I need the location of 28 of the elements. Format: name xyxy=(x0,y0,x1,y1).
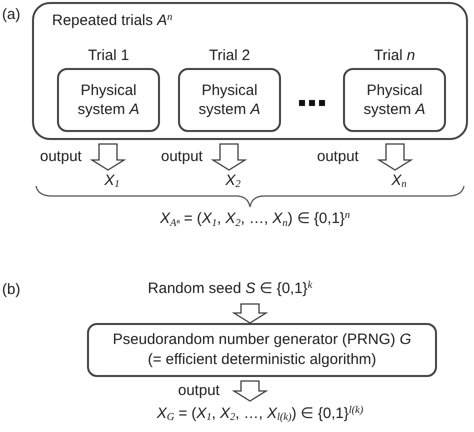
process-box: Physical system A xyxy=(57,68,160,132)
process-box: Physical system A xyxy=(343,68,446,132)
output-symbol: X$_{1}$ xyxy=(104,170,120,192)
block-arrow xyxy=(210,143,248,171)
panel-label: (b) xyxy=(2,280,20,300)
trial-label: Trial 1 xyxy=(88,46,130,66)
process-box xyxy=(87,323,437,377)
group-heading: Repeated trials A$^{n}$ xyxy=(52,10,172,31)
edge-label: output xyxy=(317,147,359,167)
block-arrow xyxy=(90,143,126,171)
edge-label: output xyxy=(178,381,220,401)
edge-label: output xyxy=(40,147,82,167)
block-arrow xyxy=(376,143,414,171)
formula: X$_{Aⁿ}$ = (X$_{1}$, X$_{2}$, …, X$_{n}$) ∈ {0,1}$^{n}$ xyxy=(158,208,352,230)
group-box xyxy=(32,2,468,140)
edge-label: output xyxy=(161,147,203,167)
block-arrow xyxy=(232,380,268,402)
block-arrow xyxy=(232,303,268,324)
output-symbol: X$_{2}$ xyxy=(225,170,241,192)
output-symbol: X$_{G}$ = (X$_{1}$, X$_{2}$, …, X$_{l(k)}$) ∈ {0,1}$^{l(k)}$ xyxy=(156,404,364,426)
panel-label: (a) xyxy=(2,5,20,25)
box-text: Pseudorandom number generator (PRNG) G xyxy=(112,330,412,350)
trial-label: Trial n xyxy=(374,46,416,66)
process-box: Physical system A xyxy=(178,68,281,132)
box-text: (= efficient deterministic algorithm) xyxy=(148,350,376,370)
trial-label: Trial 2 xyxy=(208,46,250,66)
output-symbol: X$_{n}$ xyxy=(391,170,407,192)
input-label: Random seed S ∈ {0,1}$^{k}$ xyxy=(148,278,312,299)
